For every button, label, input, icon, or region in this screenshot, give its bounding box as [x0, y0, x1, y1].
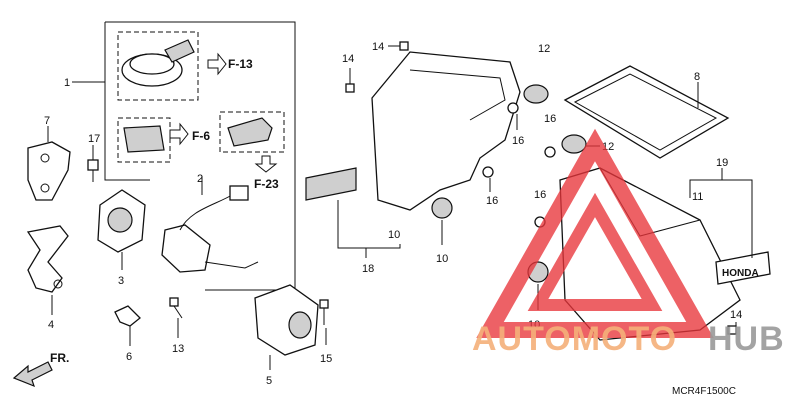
callout-17: 17	[88, 133, 100, 145]
fuel-cap-inner	[129, 53, 175, 75]
callout-6: 6	[126, 351, 132, 363]
watermark-text-a: AUTOMOTO	[472, 320, 677, 358]
lock-cylinder-3-face	[107, 207, 133, 233]
callout-16b: 16	[512, 135, 524, 147]
leader-18-bracket	[337, 200, 401, 249]
callout-9: 10	[388, 229, 400, 241]
inner-cover-18-lip	[409, 69, 506, 121]
front-mark: FR.	[50, 351, 69, 365]
callout-16d: 16	[534, 189, 546, 201]
callout-14c: 14	[730, 309, 742, 321]
callout-4: 4	[48, 319, 54, 331]
arrow-f6-icon	[169, 122, 189, 146]
nut-16c	[544, 146, 556, 158]
grommet-12b	[561, 134, 587, 154]
bolt-14c-head	[727, 325, 737, 335]
ignition-connector	[229, 185, 249, 201]
group-bracket-left	[104, 22, 150, 181]
bracket-4	[26, 225, 69, 293]
bolt-17-head	[87, 159, 99, 171]
nut-16a	[482, 166, 494, 178]
front-arrow-icon	[12, 361, 53, 388]
callout-11: 11	[692, 191, 703, 203]
bracket-7-hole-2	[40, 183, 50, 193]
arrow-f13-icon	[207, 52, 227, 76]
group-bracket	[105, 21, 296, 291]
seat-lock-box	[117, 117, 171, 163]
emblem-text: HONDA	[722, 268, 759, 279]
callout-2: 2	[197, 173, 203, 185]
arrow-f23-icon	[254, 155, 278, 173]
bolt-15-head	[319, 299, 329, 309]
drawing-code: MCR4F1500C	[672, 386, 736, 397]
bolt-14b-head	[345, 83, 355, 93]
callout-5: 5	[266, 375, 272, 387]
watermark-logo	[476, 128, 714, 338]
callout-7: 7	[44, 115, 50, 127]
callout-15: 15	[320, 353, 332, 365]
callout-16a: 16	[486, 195, 498, 207]
fuel-cap-box	[117, 31, 199, 101]
bracket-7-hole	[40, 153, 50, 163]
bracket-7	[27, 141, 71, 201]
callout-18: 18	[362, 263, 374, 275]
seat-lock-part	[123, 125, 165, 153]
watermark-triangle-outer	[476, 128, 714, 338]
helmet-holder-box	[219, 111, 285, 153]
callout-12a: 12	[538, 43, 550, 55]
emblem-plate	[715, 251, 771, 285]
grommet-12a	[523, 84, 549, 104]
lock-body-5-face	[288, 311, 312, 339]
callout-19: 19	[716, 157, 728, 169]
callout-1: 1	[64, 77, 70, 89]
callout-3: 3	[118, 275, 124, 287]
bolt-13-head	[169, 297, 179, 307]
leader-19-bracket	[689, 179, 753, 258]
watermark-triangle-inner	[527, 192, 663, 311]
fuel-cap-lid	[164, 39, 195, 63]
bolt-14a-head	[399, 41, 409, 51]
ref-f13: F-13	[228, 57, 253, 71]
ignition-wire	[179, 194, 233, 231]
watermark-text-b: HUB	[708, 320, 785, 358]
ignition-switch-body	[161, 224, 211, 273]
callout-8: 8	[694, 71, 700, 83]
grommet-10a	[431, 197, 453, 219]
callout-10a: 10	[436, 253, 448, 265]
callout-14b: 14	[342, 53, 354, 65]
label-sticker-9	[305, 167, 357, 201]
callout-14a: 14	[372, 41, 384, 53]
key-6	[114, 305, 141, 327]
ref-f6: F-6	[192, 129, 210, 143]
callout-13: 13	[172, 343, 184, 355]
helmet-holder-part	[227, 117, 273, 147]
nut-16b	[507, 102, 519, 114]
mat-8-inner	[573, 73, 718, 151]
bracket-4-hole	[53, 279, 63, 289]
callout-16c: 16	[544, 113, 556, 125]
bolt-13-shank	[173, 305, 183, 319]
key-chain	[204, 261, 259, 269]
inner-cover-18	[371, 51, 521, 211]
ref-f23: F-23	[254, 177, 279, 191]
